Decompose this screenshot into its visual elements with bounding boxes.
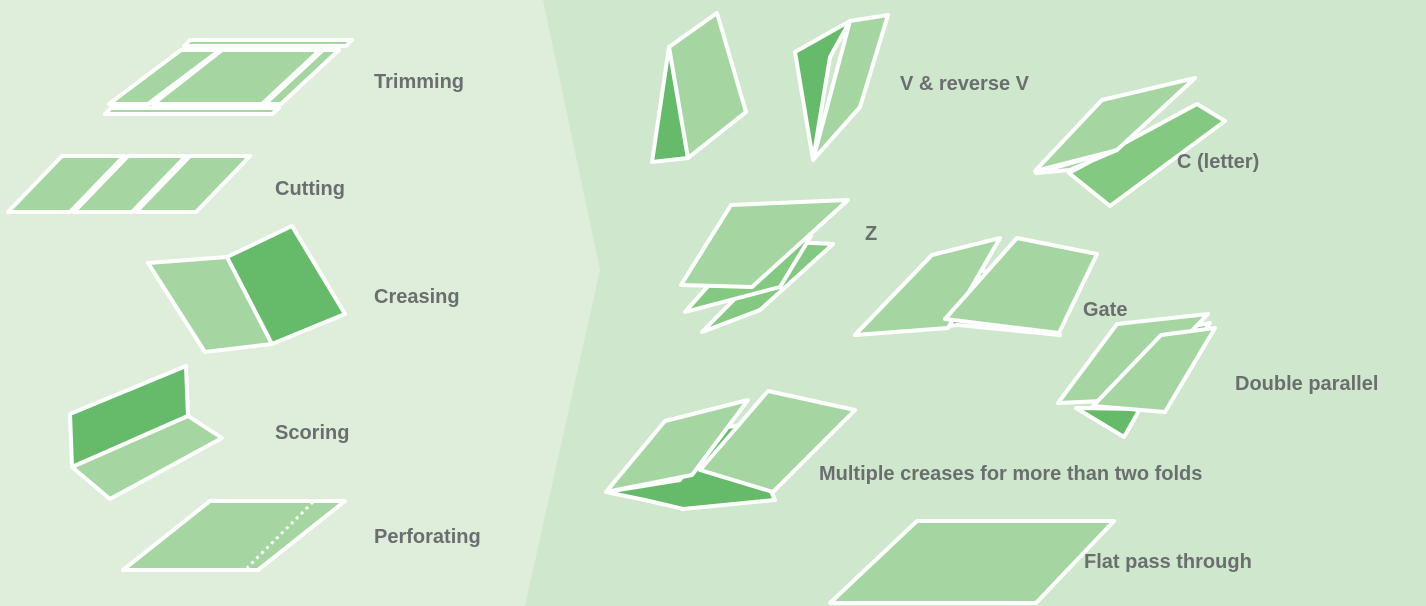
creasing-label: Creasing: [374, 286, 460, 308]
v-fold-label: V & reverse V: [900, 73, 1029, 95]
scoring-icon: [68, 364, 224, 501]
multiple-creases-icon: [604, 389, 857, 511]
gate-fold-label: Gate: [1083, 299, 1128, 321]
c-fold-label: C (letter): [1177, 151, 1260, 173]
scoring-label: Scoring: [275, 422, 350, 444]
cutting-label: Cutting: [275, 178, 345, 200]
gate-fold-icon: [853, 236, 1099, 337]
trimming-icon: [103, 38, 354, 116]
z-fold-icon: [679, 198, 850, 334]
perforating-icon: [121, 499, 347, 572]
double-parallel-label: Double parallel: [1235, 373, 1379, 395]
multiple-creases-label: Multiple creases for more than two folds: [819, 463, 1203, 485]
c-fold-icon: [1033, 76, 1227, 208]
cutting-icon: [6, 154, 252, 214]
z-fold-label: Z: [865, 223, 878, 245]
double-parallel-icon: [1056, 312, 1217, 439]
flat-pass-label: Flat pass through: [1084, 551, 1252, 573]
perforating-label: Perforating: [374, 526, 481, 548]
trimming-label: Trimming: [374, 71, 465, 93]
v-fold-icon: [650, 11, 890, 164]
flat-pass-icon: [828, 519, 1116, 605]
creasing-icon: [146, 224, 347, 354]
